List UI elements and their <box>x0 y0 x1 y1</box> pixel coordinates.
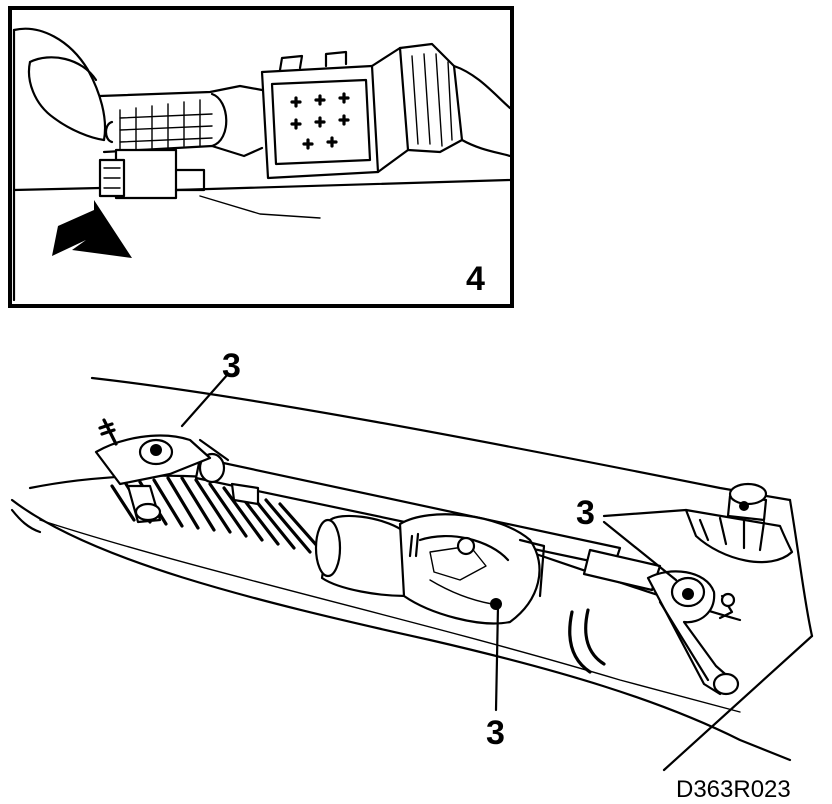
leader-lines <box>180 372 688 712</box>
inset-panel-line <box>174 178 512 192</box>
connector-inset: 4 <box>8 6 514 308</box>
pivot-cap <box>684 482 794 564</box>
inset-panel-line-2 <box>199 195 321 219</box>
wiper-motor <box>314 513 546 625</box>
main-view: 3 3 3 <box>10 347 814 772</box>
connector-socket <box>260 42 512 180</box>
inset-body-edge <box>12 186 102 192</box>
figure-code: D363R023 <box>676 776 791 803</box>
callout-left-pivot: 3 <box>222 347 241 385</box>
hand-illustration <box>12 27 107 302</box>
connector-plug <box>98 148 206 200</box>
hoses <box>568 608 606 674</box>
inset-step-number: 4 <box>466 260 485 298</box>
callout-right-pivot: 3 <box>576 494 595 532</box>
push-direction-arrow-icon <box>52 200 132 258</box>
callout-motor-mount: 3 <box>486 714 505 752</box>
inset-frame <box>8 6 514 308</box>
right-pivot-assembly <box>646 570 740 696</box>
left-pivot-assembly <box>94 418 260 524</box>
